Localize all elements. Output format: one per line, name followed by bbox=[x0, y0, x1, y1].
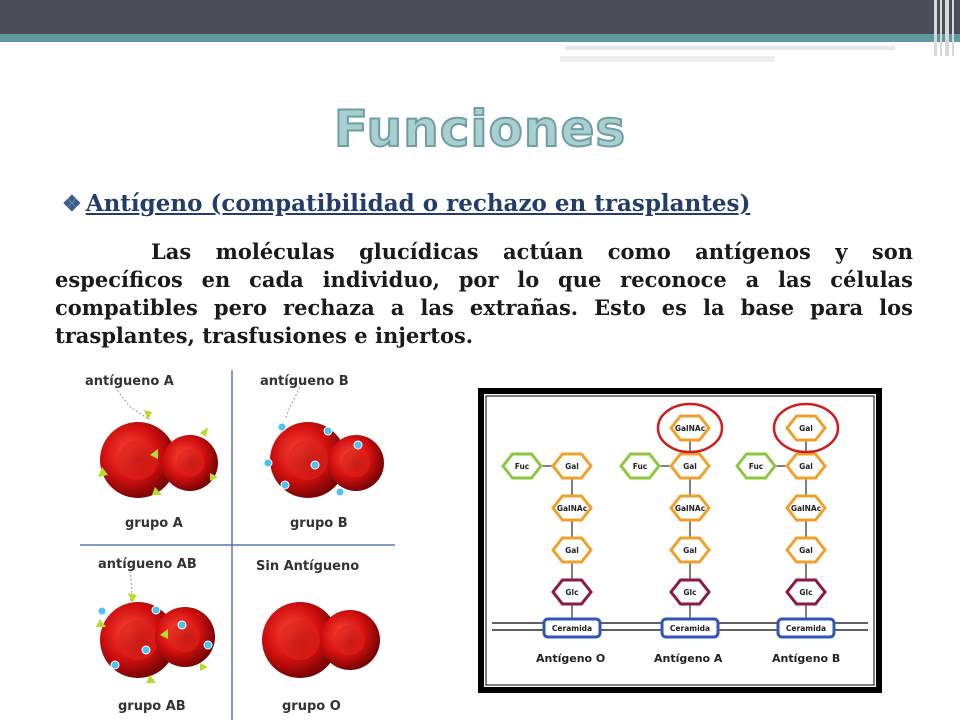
node-glc: Glc bbox=[669, 578, 711, 606]
svg-text:GalNAc: GalNAc bbox=[791, 504, 821, 513]
node-glc: Glc bbox=[785, 578, 827, 606]
bullet-heading: ❖Antígeno (compatibilidad o rechazo en t… bbox=[62, 190, 750, 217]
svg-text:Glc: Glc bbox=[799, 588, 812, 597]
svg-text:Gal: Gal bbox=[565, 546, 579, 555]
node-glc: Glc bbox=[551, 578, 593, 606]
body-paragraph: Las moléculas glucídicas actúan como ant… bbox=[55, 239, 913, 348]
no-antigen-label: Sin Antígueno bbox=[256, 559, 359, 574]
svg-text:GalNAc: GalNAc bbox=[675, 424, 705, 433]
node-gal: Gal bbox=[669, 536, 711, 564]
node-ceramida: Ceramida bbox=[776, 617, 836, 639]
node-gal: Gal bbox=[785, 536, 827, 564]
svg-text:Fuc: Fuc bbox=[749, 462, 764, 471]
rbc-pair-o bbox=[262, 602, 380, 678]
diamond-bullet-icon: ❖ bbox=[62, 191, 82, 217]
rbc-pair-b bbox=[263, 422, 384, 498]
node-fuc: Fuc bbox=[735, 452, 777, 480]
svg-text:Gal: Gal bbox=[683, 462, 697, 471]
antigen-ab-label: antígueno AB bbox=[98, 557, 197, 572]
svg-text:Gal: Gal bbox=[799, 546, 813, 555]
node-top: Gal bbox=[785, 414, 827, 442]
rbc-pair-ab bbox=[96, 593, 215, 683]
node-galnac: GalNAc bbox=[785, 494, 827, 522]
caption-antigen-a: Antígeno A bbox=[654, 652, 723, 665]
svg-text:Ceramida: Ceramida bbox=[552, 624, 592, 633]
rbc-pair-a bbox=[98, 410, 218, 498]
svg-text:Gal: Gal bbox=[799, 424, 813, 433]
highlight-circle-b bbox=[772, 402, 840, 454]
node-gal: Gal bbox=[669, 452, 711, 480]
svg-text:GalNAc: GalNAc bbox=[675, 504, 705, 513]
svg-text:Glc: Glc bbox=[565, 588, 578, 597]
group-b-label: grupo B bbox=[290, 516, 348, 531]
node-top: GalNAc bbox=[669, 414, 711, 442]
bullet-text: Antígeno (compatibilidad o rechazo en tr… bbox=[85, 190, 751, 217]
blood-groups-figure: antígueno A grupo A antígueno B grupo B … bbox=[80, 370, 395, 720]
node-gal: Gal bbox=[785, 452, 827, 480]
svg-text:Fuc: Fuc bbox=[633, 462, 648, 471]
corner-decor bbox=[930, 0, 960, 720]
svg-text:Gal: Gal bbox=[799, 462, 813, 471]
node-galnac: GalNAc bbox=[551, 494, 593, 522]
svg-text:Gal: Gal bbox=[565, 462, 579, 471]
node-ceramida: Ceramida bbox=[660, 617, 720, 639]
top-decor-bar bbox=[0, 0, 960, 34]
antigen-a-label: antígueno A bbox=[85, 374, 174, 389]
highlight-circle-a bbox=[656, 402, 724, 454]
top-decor-line-2 bbox=[560, 56, 775, 62]
svg-text:GalNAc: GalNAc bbox=[557, 504, 587, 513]
slide-title: Funciones bbox=[333, 99, 627, 159]
svg-text:Gal: Gal bbox=[683, 546, 697, 555]
caption-antigen-o: Antígeno O bbox=[536, 652, 605, 665]
node-gal: Gal bbox=[551, 536, 593, 564]
node-gal: Gal bbox=[551, 452, 593, 480]
top-decor-teal-bar bbox=[0, 34, 960, 42]
node-ceramida: Ceramida bbox=[542, 617, 602, 639]
node-fuc: Fuc bbox=[619, 452, 661, 480]
caption-antigen-b: Antígeno B bbox=[772, 652, 840, 665]
svg-text:Ceramida: Ceramida bbox=[670, 624, 710, 633]
svg-text:Fuc: Fuc bbox=[515, 462, 530, 471]
svg-text:Glc: Glc bbox=[683, 588, 696, 597]
node-fuc: Fuc bbox=[501, 452, 543, 480]
group-o-label: grupo O bbox=[282, 699, 341, 714]
group-ab-label: grupo AB bbox=[118, 699, 186, 714]
svg-text:Ceramida: Ceramida bbox=[786, 624, 826, 633]
node-galnac: GalNAc bbox=[669, 494, 711, 522]
antigen-b-label: antígueno B bbox=[260, 374, 349, 389]
top-decor-line bbox=[565, 46, 895, 50]
group-a-label: grupo A bbox=[125, 516, 183, 531]
